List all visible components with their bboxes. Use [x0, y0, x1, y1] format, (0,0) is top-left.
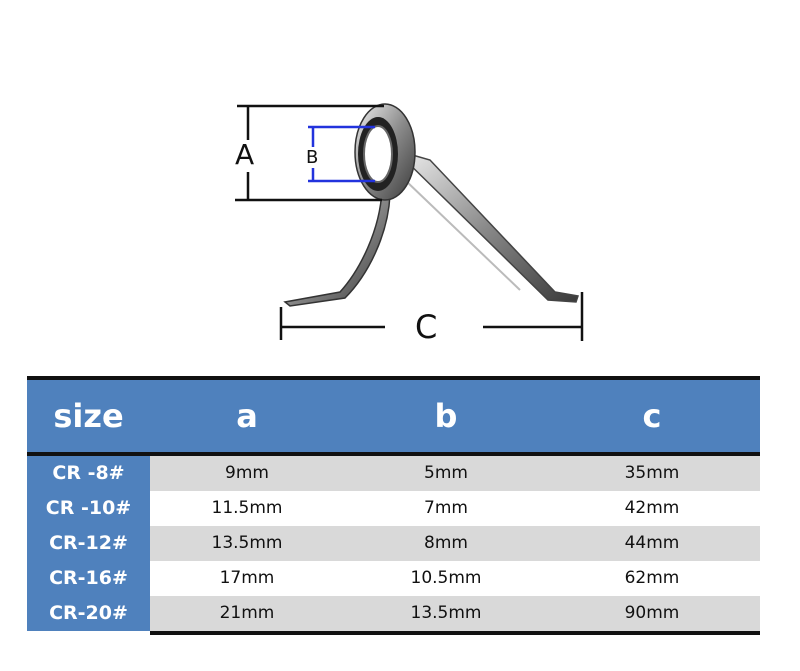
dimension-a-label: A — [235, 138, 255, 171]
table-row: CR -8# 9mm 5mm 35mm — [27, 456, 760, 491]
header-c: c — [642, 397, 662, 435]
a-cell: 21mm — [219, 603, 275, 623]
dimension-c-label: C — [415, 308, 438, 346]
c-cell: 90mm — [624, 603, 680, 623]
table-top-border — [27, 376, 760, 380]
header-size: size — [53, 397, 124, 435]
a-cell: 13.5mm — [211, 533, 283, 553]
table-row: CR-20# 21mm 13.5mm 90mm — [27, 596, 760, 631]
header-b: b — [434, 397, 458, 435]
dimension-b-label: B — [306, 147, 319, 168]
table-row: CR-12# 13.5mm 8mm 44mm — [27, 526, 760, 561]
size-cell: CR -10# — [45, 497, 132, 519]
c-cell: 44mm — [624, 533, 680, 553]
size-cell: CR-20# — [49, 602, 128, 624]
size-column-bg — [27, 456, 150, 631]
rod-guide-diagram — [235, 103, 584, 341]
c-cell: 62mm — [624, 568, 680, 588]
table-bottom-border — [150, 631, 760, 635]
dimension-a — [235, 104, 384, 202]
c-cell: 42mm — [624, 498, 680, 518]
b-cell: 5mm — [424, 463, 468, 483]
header-a: a — [236, 397, 258, 435]
table-row: CR-16# 17mm 10.5mm 62mm — [27, 561, 760, 596]
c-cell: 35mm — [624, 463, 680, 483]
rod-guide-image — [283, 103, 579, 307]
table-header-border — [27, 452, 760, 456]
b-cell: 13.5mm — [410, 603, 482, 623]
b-cell: 8mm — [424, 533, 468, 553]
a-cell: 11.5mm — [211, 498, 283, 518]
size-cell: CR-12# — [49, 532, 128, 554]
size-cell: CR -8# — [52, 462, 125, 484]
dimension-c — [279, 292, 584, 341]
a-cell: 9mm — [225, 463, 269, 483]
b-cell: 7mm — [424, 498, 468, 518]
b-cell: 10.5mm — [410, 568, 482, 588]
table-header: size a b c — [27, 380, 760, 452]
table-row: CR -10# 11.5mm 7mm 42mm — [27, 491, 760, 526]
a-cell: 17mm — [219, 568, 275, 588]
size-cell: CR-16# — [49, 567, 128, 589]
